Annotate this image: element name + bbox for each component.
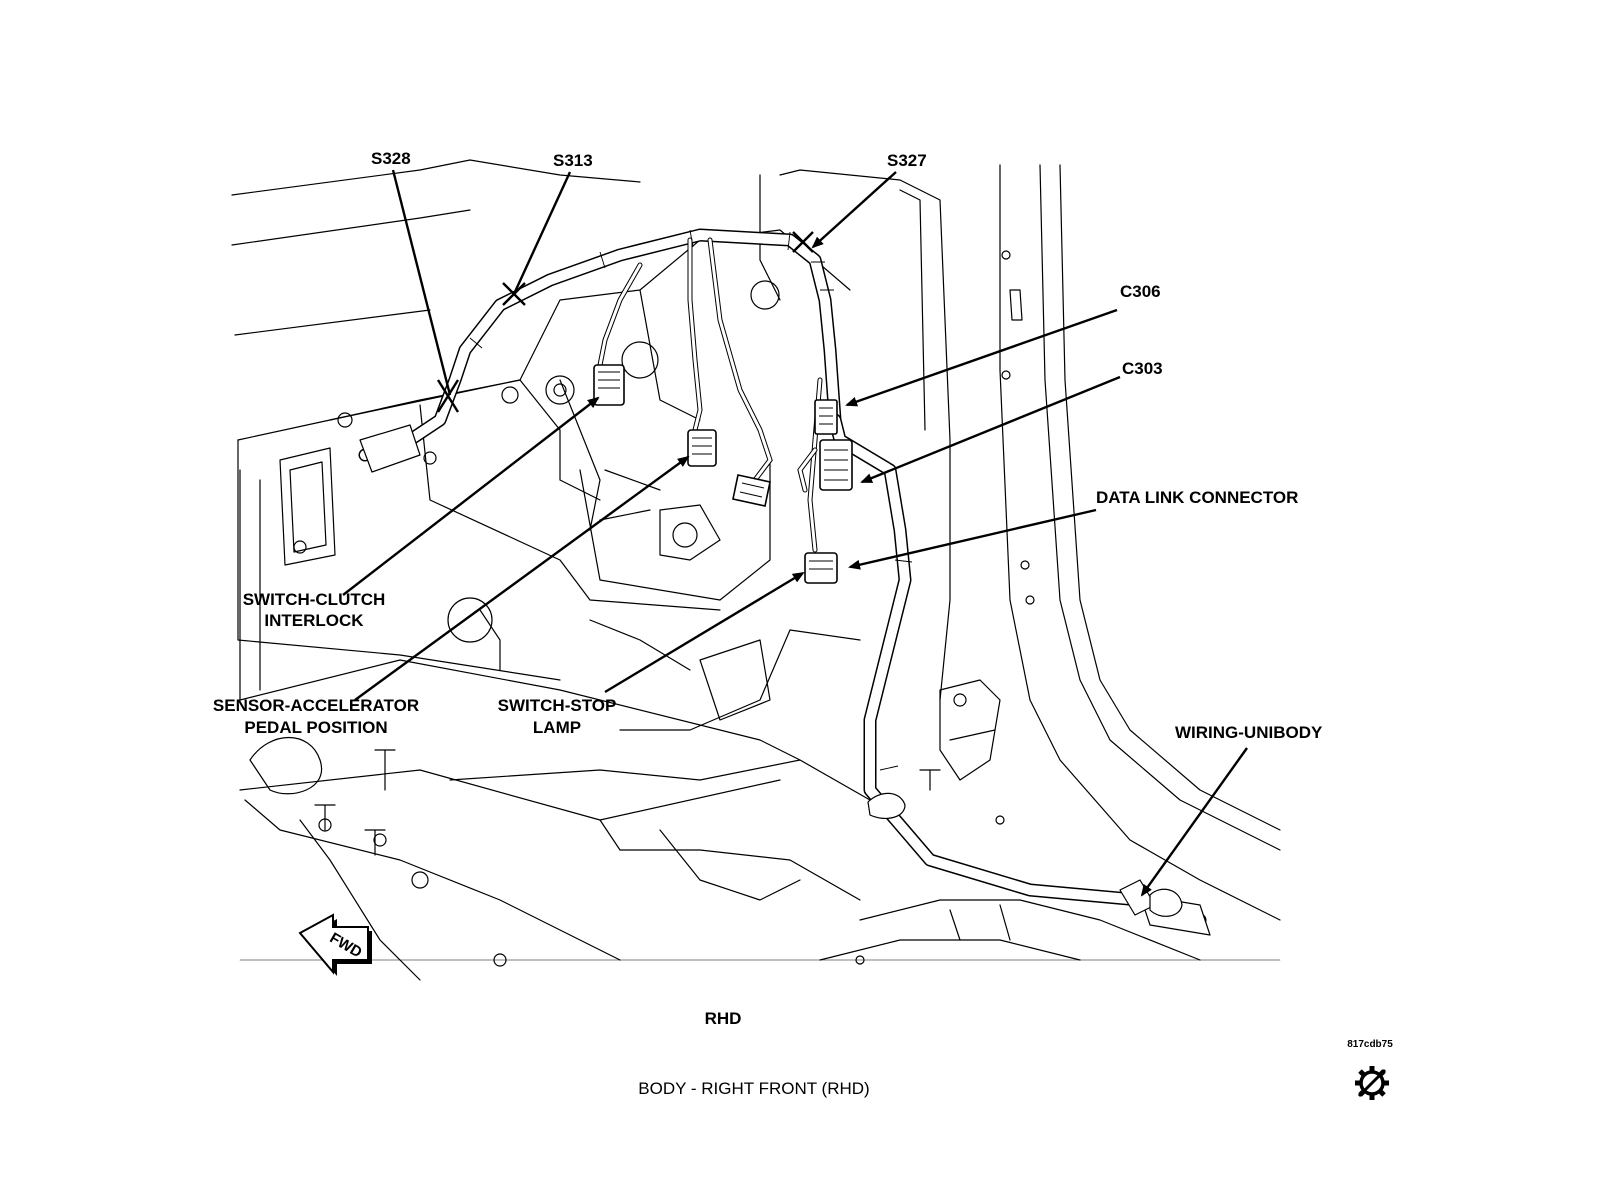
- leader-data-link: [848, 508, 1097, 570]
- connector-sensor-app: [687, 429, 717, 467]
- leader-s327: [811, 171, 897, 249]
- label-sensor-app-line1: SENSOR-ACCELERATOR: [213, 696, 419, 715]
- leader-sensor-app: [354, 455, 690, 701]
- leader-switch-clutch: [342, 396, 600, 596]
- caption: BODY - RIGHT FRONT (RHD): [638, 1079, 869, 1098]
- label-s328: S328: [371, 149, 411, 168]
- label-data-link-connector: DATA LINK CONNECTOR: [1096, 488, 1298, 507]
- connector-c306: [814, 399, 838, 435]
- label-sensor-app-line2: PEDAL POSITION: [244, 718, 387, 737]
- connector-loose: [732, 474, 771, 507]
- leader-c303: [860, 375, 1121, 484]
- label-c306: C306: [1120, 282, 1161, 301]
- leader-c306: [845, 308, 1118, 407]
- connector-data-link: [804, 552, 838, 584]
- figure-id: 817cdb75: [1347, 1039, 1393, 1050]
- splice-s328-marker: [436, 379, 460, 413]
- leader-lines: [342, 169, 1248, 897]
- label-s327: S327: [887, 151, 927, 170]
- label-s313: S313: [553, 151, 593, 170]
- leader-wiring-unibody: [1140, 747, 1248, 897]
- label-switch-stop-line2: LAMP: [533, 718, 581, 737]
- connector-c303: [819, 439, 853, 491]
- view-label: RHD: [705, 1009, 742, 1028]
- label-switch-clutch-line1: SWITCH-CLUTCH: [243, 590, 386, 609]
- gear-slash-icon: [1355, 1066, 1389, 1100]
- label-c303: C303: [1122, 359, 1163, 378]
- leader-s313: [512, 171, 572, 295]
- body-line-art: [231, 159, 1281, 981]
- wiring-harness: [358, 228, 1211, 936]
- connector-switch-clutch-interlock: [593, 364, 625, 406]
- splice-s327-marker: [792, 231, 814, 253]
- leader-switch-stop: [604, 571, 805, 694]
- harness-clip: [867, 792, 1183, 917]
- label-wiring-unibody: WIRING-UNIBODY: [1175, 723, 1323, 742]
- label-switch-stop-line1: SWITCH-STOP: [498, 696, 617, 715]
- forward-direction-arrow-icon: FWD: [298, 913, 372, 976]
- leader-s328: [391, 169, 452, 396]
- label-switch-clutch-line2: INTERLOCK: [264, 611, 364, 630]
